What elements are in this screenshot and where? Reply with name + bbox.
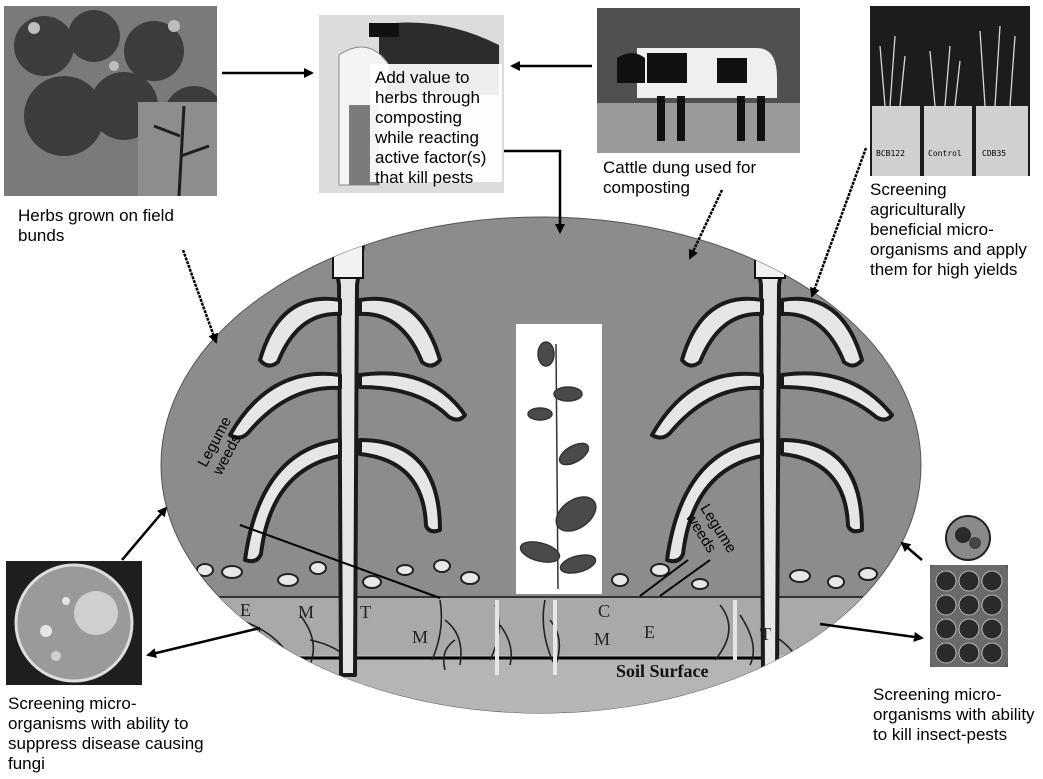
arrow-fungi-to-field [122, 508, 166, 560]
arrow-cattle-to-field [690, 190, 722, 258]
arrow-insect-to-field [902, 543, 922, 560]
arrow-herbs-caption-to-field [183, 250, 216, 342]
arrow-soil-to-insect [820, 624, 922, 638]
arrow-beneficial-to-field [812, 148, 866, 296]
arrow-soil-to-fungi [148, 628, 260, 655]
arrow-compost-to-field [504, 151, 560, 232]
